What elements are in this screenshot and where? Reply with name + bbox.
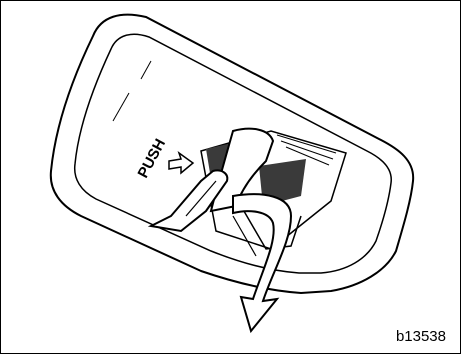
figure-code: b13538 — [396, 328, 446, 345]
